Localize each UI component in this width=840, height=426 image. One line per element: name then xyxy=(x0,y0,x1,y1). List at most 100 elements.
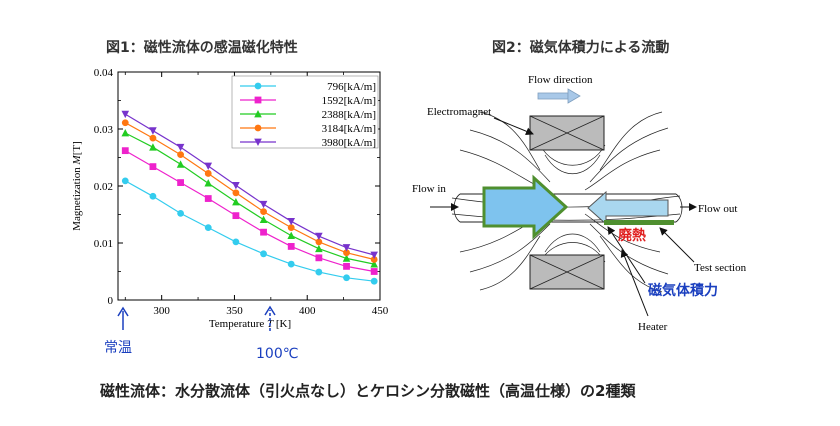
x-tick-label: 450 xyxy=(372,305,389,317)
x-tick-label: 300 xyxy=(153,305,170,317)
data-point xyxy=(315,254,323,262)
data-point xyxy=(287,231,296,239)
data-point xyxy=(121,128,130,137)
chart-legend: 796[kA/m] 1592[kA/m] 2388[kA/m] 3184[kA/m] 3… xyxy=(231,75,379,149)
data-point xyxy=(232,197,240,206)
electromagnet-bottom xyxy=(529,254,605,290)
legend-entry: 1592[kA/m] xyxy=(240,95,376,107)
electromagnet-label: Electromagnet xyxy=(427,106,491,118)
data-point xyxy=(177,151,184,159)
data-point xyxy=(370,260,378,268)
flow-diagram: Flow direction xyxy=(412,74,747,333)
data-point xyxy=(370,268,378,275)
electromagnet-top xyxy=(529,115,605,151)
data-point xyxy=(149,143,157,151)
data-point xyxy=(315,232,323,241)
data-point xyxy=(343,249,350,257)
series-line xyxy=(125,180,375,282)
electromagnet-pointer xyxy=(493,117,534,136)
data-point xyxy=(343,274,350,282)
waste-heat-label: 廃熱 xyxy=(618,227,646,244)
series-line xyxy=(125,150,375,273)
data-point xyxy=(176,143,185,152)
big-flow-arrow-icon xyxy=(482,174,569,240)
series-line xyxy=(125,122,375,261)
100c-label: 100℃ xyxy=(256,346,298,362)
series-4 xyxy=(121,119,378,263)
series-group xyxy=(121,110,378,285)
legend-marker xyxy=(254,124,262,132)
data-point xyxy=(149,163,157,171)
y-tick-label: 0.03 xyxy=(94,124,114,136)
data-point xyxy=(343,262,350,270)
100c-arrowhead xyxy=(264,305,276,316)
data-point xyxy=(315,244,323,253)
opposing-force-arrow-icon xyxy=(587,190,669,226)
y-tick-label: 0.04 xyxy=(94,67,114,79)
legend-entry: 2388[kA/m] xyxy=(240,109,376,121)
data-point xyxy=(121,119,129,127)
fig2-title: 図2：磁気体積力による流動 xyxy=(492,39,669,56)
legend-label: 3184[kA/m] xyxy=(322,123,376,135)
magnetic-body-force-label: 磁気体積力 xyxy=(648,282,718,299)
heater-label: Heater xyxy=(638,321,668,333)
heater-bar xyxy=(604,220,674,225)
legend-marker xyxy=(254,96,262,104)
data-point xyxy=(176,160,185,168)
data-point xyxy=(287,260,295,268)
data-point xyxy=(177,179,184,186)
data-point xyxy=(204,162,213,171)
data-point xyxy=(121,147,129,155)
data-point xyxy=(315,268,323,276)
flow-direction-arrow-icon xyxy=(537,88,581,104)
bottom-caption: 磁性流体：水分散流体（引火点なし）とケロシン分散磁性（高温仕様）の2種類 xyxy=(100,382,636,400)
data-point xyxy=(204,195,212,202)
data-point xyxy=(259,200,268,209)
data-point xyxy=(232,189,240,197)
legend-marker xyxy=(254,138,262,146)
legend-label: 1592[kA/m] xyxy=(322,95,376,107)
series-3 xyxy=(121,128,378,268)
data-point xyxy=(232,212,240,220)
series-line xyxy=(125,132,375,265)
test-section-pointer xyxy=(659,227,695,263)
data-point xyxy=(370,251,378,259)
legend-label: 2388[kA/m] xyxy=(322,109,376,121)
y-axis-label: Magnetization M[T] xyxy=(71,141,83,231)
data-point xyxy=(315,238,323,246)
heater-pointer xyxy=(620,249,649,317)
data-point xyxy=(342,244,351,252)
series-5 xyxy=(121,110,378,259)
data-point xyxy=(232,238,240,246)
data-point xyxy=(260,228,267,236)
series-2 xyxy=(121,147,378,275)
room-temp-label: 常温 xyxy=(104,340,132,356)
x-axis: 300 350 400 450 xyxy=(124,72,389,317)
data-point xyxy=(287,224,295,232)
legend-label: 3980[kA/m] xyxy=(322,137,376,149)
data-point xyxy=(149,134,157,142)
x-tick-label: 350 xyxy=(226,305,243,317)
data-point xyxy=(260,250,267,258)
legend-marker xyxy=(254,110,262,118)
x-axis-label: Temperature T [K] xyxy=(209,318,291,330)
legend-entry: 796[kA/m] xyxy=(240,81,376,93)
data-point xyxy=(370,277,378,285)
y-tick-label: 0.02 xyxy=(94,181,113,193)
legend-entry: 3980[kA/m] xyxy=(240,137,376,149)
y-tick-label: 0 xyxy=(108,295,114,307)
data-point xyxy=(121,110,130,119)
room-temp-arrowhead xyxy=(117,306,129,317)
data-point xyxy=(370,256,378,263)
data-point xyxy=(204,179,213,187)
data-point xyxy=(259,215,268,224)
x-tick-label: 400 xyxy=(299,305,316,317)
test-section-label: Test section xyxy=(694,262,747,274)
series-line xyxy=(124,113,375,256)
data-point xyxy=(121,177,129,185)
data-point xyxy=(232,182,240,190)
series-1 xyxy=(121,177,378,285)
flow-direction-label: Flow direction xyxy=(528,74,593,86)
fig1-title: 図1：磁性流体の感温磁化特性 xyxy=(106,39,298,56)
